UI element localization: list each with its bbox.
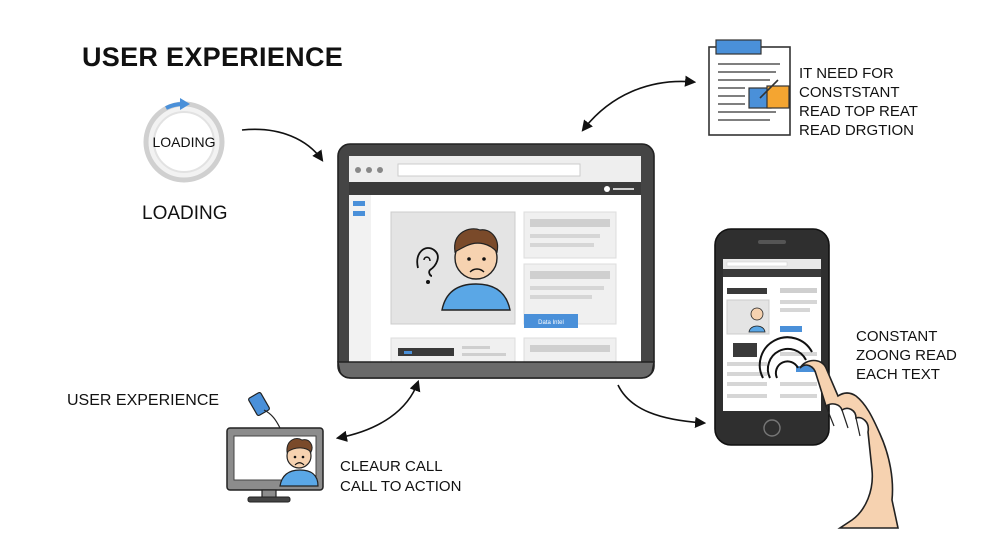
spinner-label: LOADING: [152, 134, 215, 150]
cta-line-1: CLEAUR CALL: [340, 458, 443, 475]
arrow-laptop-monitor: [335, 379, 421, 442]
zoom-line-1: CONSTANT: [856, 328, 938, 345]
zoom-line-3: EACH TEXT: [856, 366, 940, 383]
page-title: USER EXPERIENCE: [82, 42, 344, 72]
loading-spinner-icon: LOADING: [143, 98, 225, 183]
arrow-laptop-note: [581, 75, 697, 132]
note-line-4: READ DRGTION: [799, 122, 915, 139]
laptop-cta-label: Data Intel: [538, 320, 564, 326]
laptop-cta-button[interactable]: [524, 314, 578, 328]
arrow-loading-to-laptop: [241, 128, 324, 162]
note-line-2: CONSTSTANT: [799, 84, 900, 101]
note-line-1: IT NEED FOR: [799, 65, 894, 82]
note-text: IT NEED FOR CONSTSTANT READ TOP REAT REA…: [799, 64, 918, 140]
smartphone-device: [714, 228, 830, 446]
touch-ripple-icon: [758, 336, 813, 379]
desktop-monitor: [226, 427, 324, 503]
cta-line-2: CALL TO ACTION: [340, 478, 462, 495]
question-hearing-icon: [416, 247, 439, 284]
user-experience-caption: USER EXPERIENCE: [67, 392, 220, 409]
laptop-device: Data Intel: [337, 143, 655, 379]
sad-user-avatar: [441, 228, 511, 311]
zoom-line-2: ZOONG READ: [856, 347, 957, 364]
small-phone-icon: [248, 391, 281, 429]
zoom-text: CONSTANT ZOONG READ EACH TEXT: [856, 327, 957, 384]
arrow-laptop-phone: [617, 384, 707, 428]
monitor-user-avatar: [279, 438, 319, 487]
notepad-icon: [708, 39, 791, 136]
pointing-hand-icon: [799, 359, 899, 529]
loading-caption: LOADING: [142, 203, 228, 224]
note-line-3: READ TOP REAT: [799, 103, 918, 120]
call-to-action-text: CLEAUR CALL CALL TO ACTION: [340, 457, 461, 497]
